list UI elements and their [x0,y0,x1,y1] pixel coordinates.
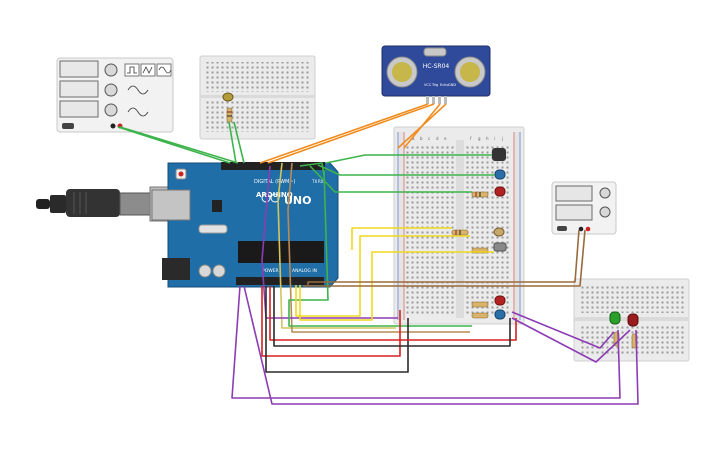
wire-yellow[interactable] [299,251,494,321]
wire-brown[interactable] [307,229,580,285]
wire-orange[interactable] [397,103,447,149]
wire-black[interactable] [273,286,511,347]
led-red-right[interactable] [627,313,639,327]
wire-red[interactable] [269,286,517,341]
column-letter: h [486,136,489,141]
waveform-triangle-icon[interactable] [140,63,156,77]
led-blue-2[interactable] [494,309,506,320]
led-red-1[interactable] [494,186,506,197]
wire-orange[interactable] [259,103,429,164]
led-red-2[interactable] [494,295,506,306]
arduino-power-label: POWER [262,268,279,274]
photoresistor-main[interactable] [493,227,505,237]
wire-green[interactable] [117,126,231,164]
wire-yellow[interactable] [295,235,470,317]
resistor-1[interactable] [471,191,489,198]
wire-green[interactable] [228,121,237,164]
arduino-uno-board[interactable]: DIGITAL (PWM~) ARDUINO UNO POWER ANALOG … [151,162,339,288]
ultrasonic-sensor[interactable]: HC-SR04 VCC Trig Echo GND [381,45,491,104]
multimeter[interactable] [551,181,617,235]
wire-purple[interactable] [243,285,639,405]
arduino-rx-label: RX [318,179,324,184]
resistor-2[interactable] [451,229,469,236]
column-letter: d [436,136,439,141]
column-letter: a [412,136,415,141]
wire-green[interactable] [288,169,472,327]
wire-purple[interactable] [231,285,621,399]
potentiometer[interactable] [493,242,507,252]
photoresistor[interactable] [222,92,234,102]
function-generator[interactable] [56,57,174,133]
arduino-analog-label: ANALOG IN [292,268,317,274]
wire-yellow[interactable] [351,227,452,250]
led-green-right[interactable] [609,311,621,325]
resistor-4[interactable] [471,301,489,308]
wire-green[interactable] [325,154,492,164]
wire-green[interactable] [233,121,245,164]
temperature-sensor[interactable] [492,148,506,161]
waveform-square-icon[interactable] [124,63,140,77]
sensor-pin-label: VCC [424,83,432,87]
sine-wave-icon [127,107,149,117]
column-letter: g [478,136,481,141]
resistor-small[interactable] [226,107,233,123]
resistor-5[interactable] [471,312,489,319]
arduino-model-label: UNO [284,194,312,207]
wire-red[interactable] [261,286,401,357]
column-letter: c [428,136,430,141]
sensor-pin-label: Echo [440,83,449,87]
sensor-pin-label: GND [448,83,456,87]
arduino-tx-label: TX [311,179,317,184]
arduino-brand-label: ARDUINO [256,191,293,199]
column-letter: b [420,136,423,141]
column-letter: j [501,136,503,141]
breadboard-main[interactable]: a b c d e f g h i j [393,126,525,325]
column-letter: e [444,136,447,141]
usb-cable [36,186,173,222]
waveform-sine-icon[interactable] [156,63,172,77]
column-letter: f [470,136,472,141]
column-letter: i [494,136,495,141]
sensor-pin-label: Trig [431,83,438,87]
wire-purple[interactable] [511,317,631,363]
wire-purple[interactable] [511,311,615,349]
wire-brown[interactable] [287,162,470,333]
sensor-model-label: HC-SR04 [423,63,450,70]
wire-green[interactable] [309,165,472,193]
wire-tan[interactable] [277,162,396,329]
wire-orange[interactable] [267,103,435,164]
breadboard-small-top[interactable] [199,55,316,140]
wire-green[interactable] [119,126,239,164]
wire-green[interactable] [317,164,495,176]
wires [117,103,639,405]
wire-brown[interactable] [303,229,586,287]
wire-black[interactable] [265,286,409,373]
led-blue-1[interactable] [494,169,506,180]
arduino-digital-label: DIGITAL (PWM~) [254,179,296,185]
sine-wave-icon [127,85,149,95]
wire-purple[interactable] [261,165,398,319]
